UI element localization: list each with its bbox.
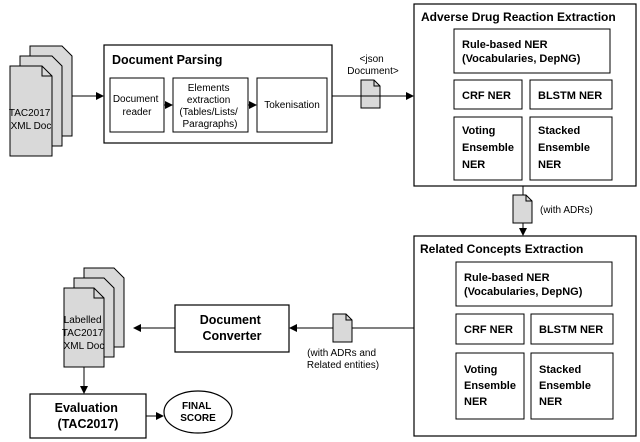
related-rule-based-ner: Rule-based NER (Vocabularies, DepNG) xyxy=(464,272,583,298)
input-doc-label-line-2: XML Doc xyxy=(11,121,52,132)
adr-stacked-ensemble-ner: Stacked Ensemble NER xyxy=(538,125,593,171)
adr-blstm-ner: BLSTM NER xyxy=(538,90,602,102)
labelled-doc-label: Labelled TAC2017 XML Doc xyxy=(62,315,106,352)
document-parsing-box: Document Parsing Document reader Element… xyxy=(103,44,333,144)
adr-crf-ner: CRF NER xyxy=(462,90,511,102)
with-adrs-related-doc-icon xyxy=(332,313,353,343)
related-blstm-ner: BLSTM NER xyxy=(539,324,603,336)
with-adrs-doc-icon xyxy=(512,194,533,224)
input-doc-stack: TAC2017 XML Doc xyxy=(9,45,73,157)
related-stacked-ensemble-ner: Stacked Ensemble NER xyxy=(539,364,594,408)
document-converter-label: Document Converter xyxy=(200,313,265,343)
tokenisation-label: Tokenisation xyxy=(264,100,320,111)
adr-voting-ensemble-ner: Voting Ensemble NER xyxy=(462,125,517,171)
json-document-label: <json Document> xyxy=(347,54,399,77)
related-voting-ensemble-ner: Voting Ensemble NER xyxy=(464,364,519,408)
related-extraction-box: Related Concepts Extraction Rule-based N… xyxy=(413,235,637,437)
document-reader-label: Document reader xyxy=(113,94,161,118)
labelled-doc-stack: Labelled TAC2017 XML Doc xyxy=(62,267,125,368)
input-doc-label-line-1: TAC2017 xyxy=(9,108,51,119)
final-score-ellipse: FINAL SCORE xyxy=(163,390,233,434)
evaluation-box: Evaluation (TAC2017) xyxy=(29,393,147,439)
evaluation-label: Evaluation (TAC2017) xyxy=(55,401,122,431)
with-adrs-label: (with ADRs) xyxy=(540,205,593,216)
document-parsing-title: Document Parsing xyxy=(112,53,222,67)
final-score-label: FINAL SCORE xyxy=(180,401,216,424)
input-doc-label: TAC2017 XML Doc xyxy=(9,108,53,132)
with-adrs-related-label: (with ADRs and Related entities) xyxy=(307,348,379,371)
related-crf-ner: CRF NER xyxy=(464,324,513,336)
related-extraction-title: Related Concepts Extraction xyxy=(420,242,583,256)
elements-extraction-label: Elements extraction (Tables/Lists/ Parag… xyxy=(179,83,240,130)
adr-extraction-title: Adverse Drug Reaction Extraction xyxy=(421,10,616,24)
json-document-icon xyxy=(360,79,381,109)
adr-extraction-box: Adverse Drug Reaction Extraction Rule-ba… xyxy=(413,3,637,187)
adr-rule-based-ner: Rule-based NER (Vocabularies, DepNG) xyxy=(462,39,581,65)
document-converter-box: Document Converter xyxy=(174,304,290,353)
